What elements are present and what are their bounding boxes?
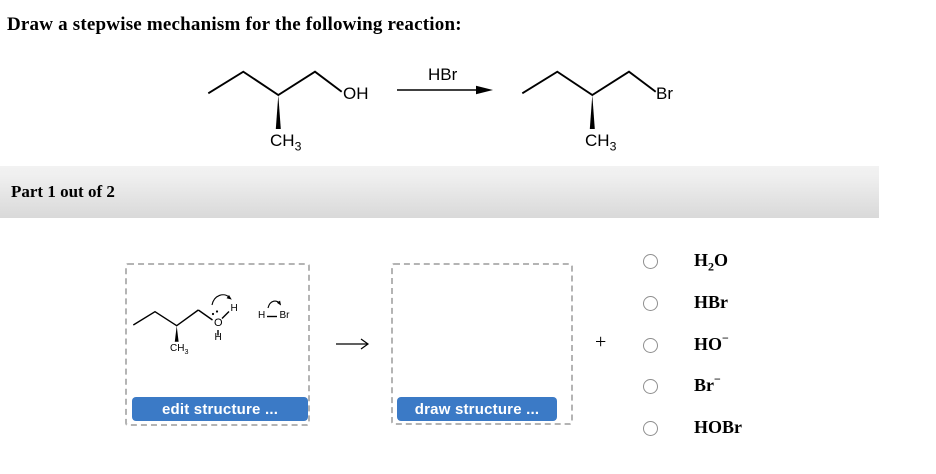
option-label-hobr: HOBr	[694, 417, 742, 438]
radio-hydroxide[interactable]	[643, 337, 658, 353]
structure-h-attacked-label: H	[230, 303, 238, 314]
radio-option-row-hbr: HBr	[643, 292, 728, 312]
part-header-text: Part 1 out of 2	[11, 182, 115, 201]
radio-option-row-bromide: Br−	[643, 372, 721, 395]
structure-hbr-br-label: Br	[279, 310, 290, 321]
edit-structure-button[interactable]: edit structure ...	[132, 397, 308, 421]
part-header-bar: Part 1 out of 2	[0, 166, 879, 218]
structure-hbr-h-label: H	[258, 310, 266, 321]
radio-option-row-hydroxide: HO−	[643, 331, 729, 354]
structure-ch3-label: CH3	[170, 343, 189, 356]
structure-h-below-o-label: H	[214, 331, 222, 343]
left-wedge-bond	[275, 95, 281, 129]
right-molecule-br-label: Br	[656, 84, 673, 103]
radio-hobr[interactable]	[643, 421, 658, 436]
right-molecule-skeleton	[521, 70, 657, 97]
radio-option-row-hobr: HOBr	[643, 417, 742, 437]
left-molecule-oh-label: OH	[343, 84, 369, 103]
radio-option-row-h2o: H2O	[643, 250, 728, 274]
page-title: Draw a stepwise mechanism for the follow…	[7, 14, 462, 35]
left-molecule-ch3-label: CH3	[270, 131, 302, 154]
reaction-arrow-icon	[397, 85, 493, 95]
radio-h2o[interactable]	[643, 254, 658, 269]
option-label-hbr: HBr	[694, 292, 728, 313]
structure-o-label: O	[214, 317, 223, 329]
left-molecule-skeleton	[207, 70, 343, 97]
right-molecule-ch3-label: CH3	[585, 131, 617, 154]
arrow-reagent-label: HBr	[428, 65, 458, 84]
radio-bromide[interactable]	[643, 379, 658, 394]
draw-structure-button[interactable]: draw structure ...	[397, 397, 557, 421]
option-label-h2o: H2O	[694, 250, 729, 274]
option-label-bromide: Br−	[694, 372, 721, 396]
option-label-hydroxide: HO−	[694, 330, 729, 354]
radio-hbr[interactable]	[643, 296, 658, 311]
reaction-scheme	[207, 70, 657, 129]
right-wedge-bond	[589, 95, 595, 129]
plus-sign: +	[595, 331, 607, 353]
step-arrow-icon	[336, 338, 370, 350]
